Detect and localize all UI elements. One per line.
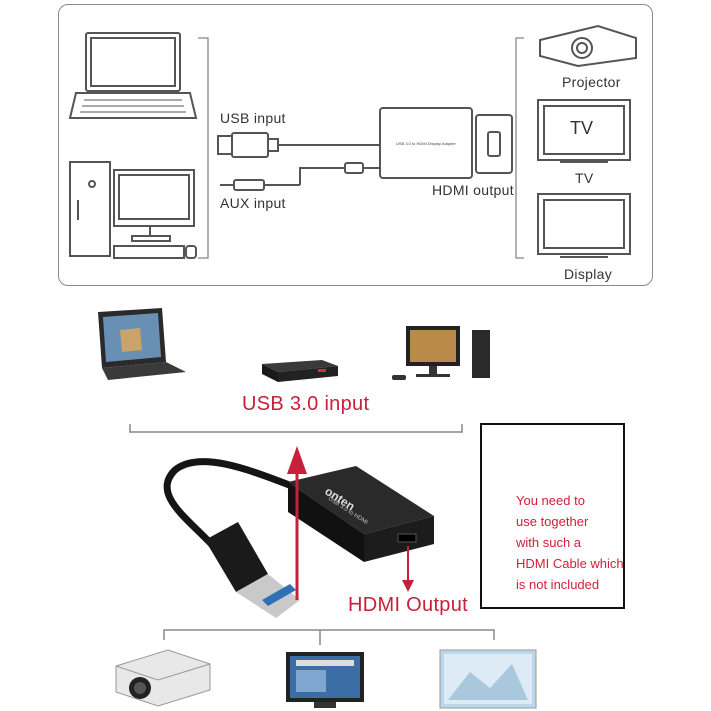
usb-cable <box>163 458 294 551</box>
tv-icon <box>439 649 537 709</box>
hdmi-output-arrow <box>402 546 414 592</box>
laptop-outline-icon <box>68 32 198 119</box>
hdmi-output-label: HDMI output <box>432 182 514 198</box>
tv-outline-icon <box>537 99 631 163</box>
projector-icon <box>115 649 211 707</box>
left-bracket <box>198 37 209 259</box>
desktop-pc-outline-icon <box>69 161 197 259</box>
cable-note-text: You need to use together with such a HDM… <box>516 493 624 592</box>
usb-hdmi-adapter <box>288 466 434 562</box>
projector-outline-icon <box>539 24 637 68</box>
dvd-player-icon <box>262 360 338 382</box>
hdmi-output-label-bottom: HDMI Output <box>348 594 468 616</box>
adapter-text: USB 3.0 to HDMI Display Adapter <box>396 141 456 146</box>
display-label: Display <box>564 266 613 282</box>
display-outline-icon <box>537 193 631 258</box>
projector-label: Projector <box>562 74 621 90</box>
right-bracket <box>515 37 524 259</box>
usb-3-input-label: USB 3.0 input <box>242 393 370 415</box>
input-bracket <box>129 424 463 433</box>
cable-note-box <box>480 423 625 609</box>
desktop-pc-icon <box>392 326 490 380</box>
laptop-icon <box>98 308 186 380</box>
adapter-outline <box>379 107 513 179</box>
aux-plug-icon <box>220 162 380 191</box>
usb-connector-icon <box>205 522 300 618</box>
usb-input-arrow <box>287 446 307 600</box>
tv-label: TV <box>575 170 594 186</box>
usb-input-label: USB input <box>220 110 286 126</box>
usb-plug-icon <box>217 132 380 158</box>
tv-screen-text: TV <box>570 118 594 138</box>
monitor-icon <box>286 652 364 708</box>
output-bracket <box>163 629 495 640</box>
aux-input-label: AUX input <box>220 195 286 211</box>
